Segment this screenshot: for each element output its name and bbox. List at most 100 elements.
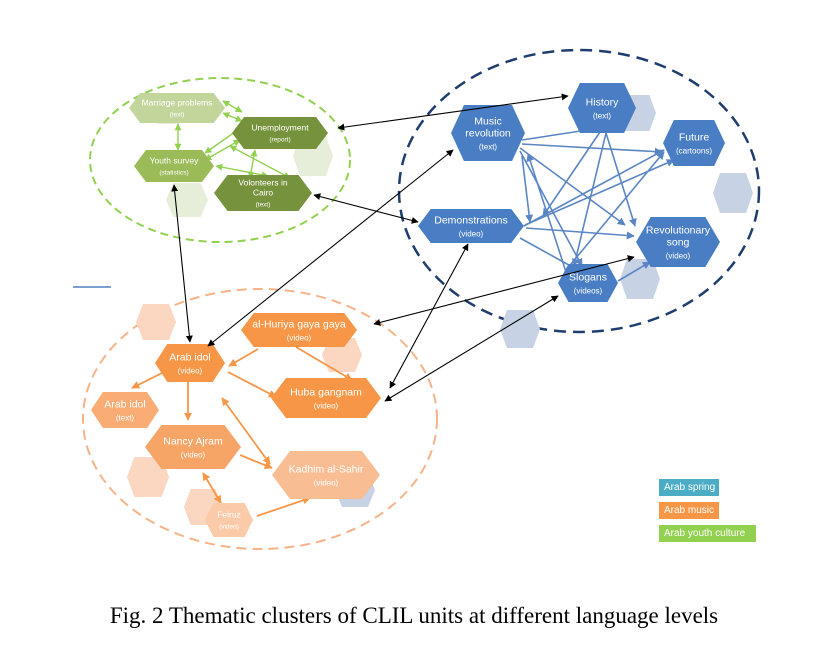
link-arrow (256, 496, 311, 517)
node-hexagon (636, 217, 720, 267)
node-marriage: Marriage problems(text) (129, 93, 225, 123)
node-future: Future (cartoons) (663, 120, 725, 166)
link-arrow (521, 143, 663, 156)
node-subtitle: (text) (479, 142, 498, 151)
link-arrow (571, 132, 607, 267)
link-arrow (521, 155, 534, 223)
decorative-hexagon (166, 183, 208, 217)
node-subtitle: (video) (181, 450, 206, 459)
arab-spring-links (519, 125, 675, 282)
cross-cluster-links (171, 93, 635, 402)
node-title: Arab idol (169, 351, 210, 363)
node-arab-idol-text: Arab idol (text) (91, 392, 159, 428)
node-subtitle: (video) (459, 229, 484, 238)
figure-caption: Fig. 2 Thematic clusters of CLIL units a… (109, 603, 719, 628)
node-unemployment: Unemployment(report) (232, 117, 328, 149)
node-huriya: al-Huriya gaya gaya (video) (241, 313, 357, 347)
node-subtitle: (video) (219, 523, 239, 530)
node-huba: Huba gangnam (video) (271, 378, 381, 418)
node-demonstrations: Demonstrations (video) (418, 209, 524, 243)
link-arrow (222, 100, 243, 113)
decorative-hexagon (500, 310, 540, 348)
node-title: Arab idol (104, 398, 145, 410)
node-title: al-Huriya gaya gaya (252, 318, 346, 330)
legend-arab-spring: Arab spring (659, 479, 719, 496)
link-arrow (605, 132, 637, 227)
legend-arab-music: Arab music (659, 502, 719, 519)
cross-link-arab-idol-video-to-music-revolution (207, 149, 454, 347)
node-title: Nancy Ajram (163, 435, 223, 447)
link-arrow (525, 227, 635, 240)
node-subtitle: (video) (314, 478, 339, 487)
link-arrow (228, 348, 259, 367)
cross-link-unemployment-to-history (337, 93, 569, 131)
node-history: History (text) (568, 83, 636, 133)
node-slogans: Slogans (videos) (558, 264, 618, 302)
link-arrow (229, 145, 291, 179)
node-hexagon (663, 120, 725, 166)
link-arrow (227, 371, 277, 398)
link-arrow (131, 371, 165, 389)
node-subtitle: (text) (593, 111, 612, 120)
node-subtitle: (video) (666, 251, 691, 260)
node-feiruz: Feiruz(video) (205, 503, 253, 537)
link-arrow (222, 112, 243, 122)
decorative-hexagon (136, 304, 176, 340)
link-arrow (519, 147, 626, 226)
node-hexagon (155, 344, 225, 382)
node-subtitle: (videos) (574, 286, 603, 295)
node-hexagon (205, 503, 253, 537)
node-title: Future (679, 131, 710, 143)
node-subtitle: (text) (256, 201, 271, 208)
node-hexagon (568, 83, 636, 133)
decorative-hexagon (127, 457, 169, 497)
node-subtitle: (video) (287, 333, 312, 342)
link-arrow (519, 237, 577, 270)
node-subtitle: (text) (116, 413, 135, 422)
link-arrow (519, 150, 583, 267)
node-title: Slogans (569, 271, 607, 283)
node-title: History (586, 96, 619, 108)
link-arrow (295, 346, 353, 381)
node-arab-idol-video: Arab idol (video) (155, 344, 225, 382)
node-title: Demonstrations (434, 214, 508, 226)
link-arrow (524, 159, 675, 226)
link-arrow (239, 454, 273, 469)
node-title: Kadhim al-Sahir (289, 463, 364, 475)
node-subtitle: (video) (178, 366, 203, 375)
link-arrow (221, 397, 271, 465)
node-hexagon (271, 378, 381, 418)
node-hexagon (272, 451, 380, 499)
node-title: Huba gangnam (290, 386, 362, 398)
link-arrow (523, 149, 665, 227)
cross-link-volunteers-to-demonstrations (313, 193, 419, 224)
node-subtitle: (report) (269, 136, 290, 143)
legend-arab-youth-culture: Arab youth culture (659, 525, 756, 542)
link-arrow (526, 153, 567, 273)
node-nancy: Nancy Ajram (video) (145, 425, 241, 469)
node-hexagon (134, 150, 214, 182)
link-arrow (542, 131, 601, 217)
node-youth-survey: Youth survey (statistics) (134, 150, 214, 182)
cross-link-huba-to-slogans (384, 295, 559, 402)
link-arrow (202, 472, 222, 504)
node-subtitle: (video) (314, 401, 339, 410)
cross-link-demonstrations-to-huba (389, 243, 469, 389)
node-title: Youth survey (150, 155, 200, 165)
node-subtitle: (cartoons) (676, 146, 712, 155)
node-hexagon (232, 117, 328, 149)
decorative-hexagon (713, 173, 753, 213)
node-hexagon (91, 392, 159, 428)
link-arrow (215, 163, 269, 179)
node-kadhim: Kadhim al-Sahir (video) (272, 451, 380, 499)
node-subtitle: (statistics) (159, 169, 188, 176)
node-hexagon (145, 425, 241, 469)
node-title: Marriage problems (142, 97, 213, 107)
node-hexagon (129, 93, 225, 123)
